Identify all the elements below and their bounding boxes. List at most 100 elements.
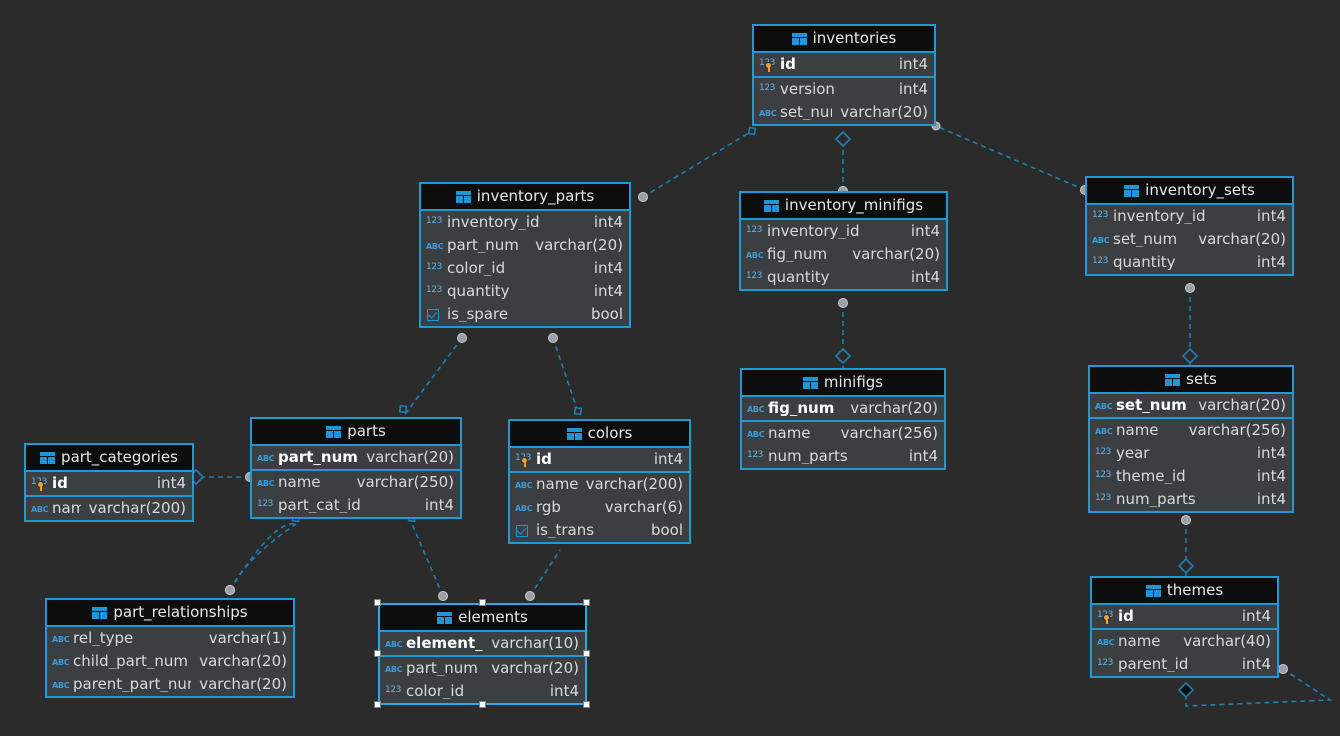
field-name: inventory_id xyxy=(767,224,860,239)
table-icon xyxy=(92,606,108,619)
relationship-edge[interactable] xyxy=(1181,283,1199,366)
selection-handle[interactable] xyxy=(374,650,381,657)
field-name: child_part_num xyxy=(73,654,188,669)
table-header[interactable]: inventories xyxy=(754,26,934,53)
table-header[interactable]: themes xyxy=(1092,578,1277,605)
selection-handle[interactable] xyxy=(374,599,381,606)
table-part_categories[interactable]: part_categories 123idint4ABCnamevarchar(2… xyxy=(24,443,194,522)
relationship-edge[interactable] xyxy=(225,513,301,595)
text-icon: ABC xyxy=(747,404,765,414)
field-name: part_num xyxy=(447,238,519,253)
table-name: part_categories xyxy=(61,448,178,466)
selection-handle[interactable] xyxy=(583,599,590,606)
selection-handle[interactable] xyxy=(583,701,590,708)
relationship-edge[interactable] xyxy=(225,513,301,595)
relationship-edge[interactable] xyxy=(407,513,448,601)
table-header[interactable]: parts xyxy=(252,419,460,446)
relationship-edge[interactable] xyxy=(931,121,1090,195)
field-type: varchar(20) xyxy=(852,245,940,263)
selection-handle[interactable] xyxy=(478,701,486,708)
table-header[interactable]: inventory_parts xyxy=(421,184,629,211)
table-icon xyxy=(566,427,582,440)
relationship-edge[interactable] xyxy=(525,549,561,601)
table-icon xyxy=(40,451,56,464)
relationship-edge[interactable] xyxy=(1177,515,1195,577)
table-header[interactable]: colors xyxy=(510,421,689,448)
relationship-edge[interactable] xyxy=(638,126,757,202)
table-header[interactable]: minifigs xyxy=(742,370,944,397)
text-icon: ABC xyxy=(257,453,275,463)
relationship-edge[interactable] xyxy=(548,333,583,416)
table-header[interactable]: sets xyxy=(1090,367,1292,394)
table-elements[interactable]: elementsABCelement_idvarchar(10)ABCpart_… xyxy=(378,603,587,705)
table-header[interactable]: inventory_minifigs xyxy=(741,193,946,220)
field-type: int4 xyxy=(1256,467,1286,485)
table-header[interactable]: inventory_sets xyxy=(1087,178,1292,205)
relationship-edge[interactable] xyxy=(187,468,255,486)
table-header[interactable]: part_relationships xyxy=(47,600,293,627)
table-header[interactable]: elements xyxy=(380,605,585,632)
selection-handle[interactable] xyxy=(374,701,381,708)
table-header[interactable]: part_categories xyxy=(26,445,192,472)
selection-handle[interactable] xyxy=(478,599,486,606)
relationship-edge[interactable] xyxy=(398,333,467,418)
relationship-edge[interactable] xyxy=(834,298,852,369)
selection-handle[interactable] xyxy=(583,650,590,657)
field-type: varchar(200) xyxy=(585,475,683,493)
relationship-edge[interactable] xyxy=(834,130,852,196)
